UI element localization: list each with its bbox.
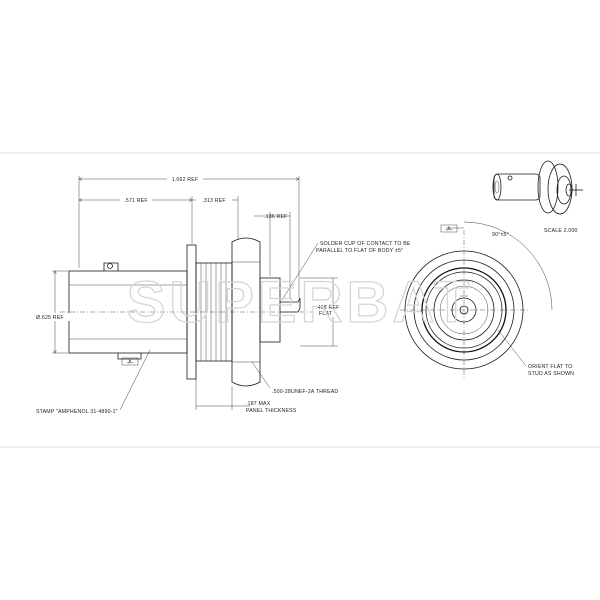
- dim-diameter: Ø.625 REF: [36, 315, 64, 321]
- hex-nut: [231, 237, 261, 387]
- dim-body-length: .571 REF: [124, 198, 148, 204]
- datum-side-text: -A-: [126, 360, 134, 366]
- bayonet-slot: [103, 262, 119, 271]
- datum-end-text: -A-: [445, 227, 453, 233]
- callout-orient-2: STUD AS SHOWN: [528, 371, 574, 377]
- side-view: 1.062 REF .571 REF .313 REF .136 REF .46…: [34, 175, 411, 415]
- dim-flat-height: .468 REF: [316, 305, 340, 311]
- callout-solder-cup-1: SOLDER CUP OF CONTACT TO BE: [320, 241, 411, 247]
- dim-flange-to-nut: .313 REF: [202, 198, 226, 204]
- iso-flange: [537, 160, 559, 214]
- dim-solder-offset: .136 REF: [264, 214, 288, 220]
- iso-body: [493, 173, 541, 201]
- callout-scale: SCALE 2.000: [544, 228, 578, 234]
- dim-panel-thickness-2: PANEL THICKNESS: [246, 408, 297, 414]
- watermark-text: SUPERBAT: [127, 270, 474, 335]
- dim-angle: 90°±5°: [492, 232, 509, 238]
- dim-panel-thickness: .187 MAX: [246, 401, 271, 407]
- dim-flat-word: FLAT: [319, 311, 333, 317]
- rear-insulator: [259, 277, 281, 343]
- dim-overall-length: 1.062 REF: [172, 177, 199, 183]
- callout-thread: .500-28UNEF-2A THREAD: [272, 389, 338, 395]
- iso-nut: [547, 163, 573, 215]
- callout-stamp: STAMP "AMPHENOL 31-4890-1": [36, 409, 118, 415]
- end-view: 90°±5° -A- ORIENT FLAT TO STUD AS SHOWN: [400, 221, 574, 378]
- datum-side-box: [121, 357, 139, 366]
- callout-solder-cup-2: PARALLEL TO FLAT OF BODY ±5°: [316, 248, 403, 254]
- callout-orient-1: ORIENT FLAT TO: [528, 364, 572, 370]
- iso-view: SCALE 2.000: [492, 160, 583, 234]
- datum-end-box: [440, 224, 458, 233]
